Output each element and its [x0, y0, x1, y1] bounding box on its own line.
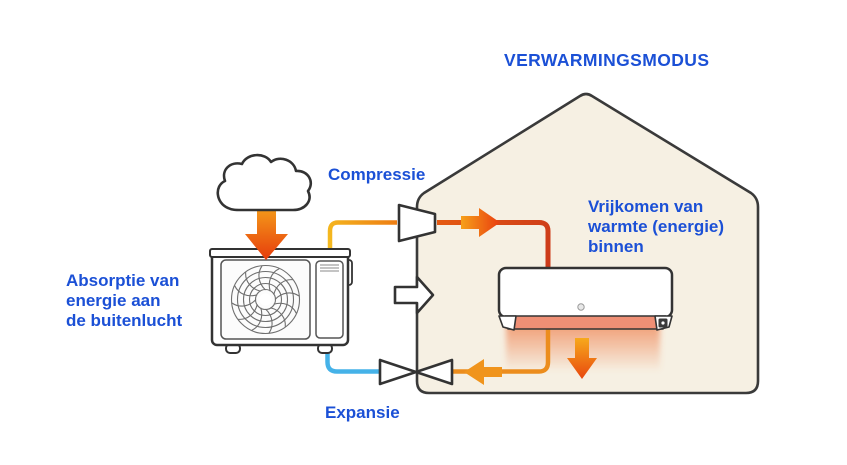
cloud-icon [216, 153, 313, 212]
hot-gas-pipe [437, 220, 551, 268]
compressor-symbol [397, 203, 437, 243]
fan-grille-icon [230, 264, 301, 335]
heat-release-label-line3: binnen [588, 237, 644, 256]
absorption-label-line3: de buitenlucht [66, 311, 183, 330]
heat-release-label-line2: warmte (energie) [588, 217, 725, 236]
liquid-pipe [325, 347, 381, 374]
indoor-unit-vent [504, 315, 667, 330]
compression-label: Compressie [328, 165, 426, 184]
return-pipe [452, 320, 551, 374]
wall-heat-arrow [393, 275, 435, 315]
energy-absorption-arrow [245, 198, 288, 260]
absorption-label-line1: Absorptie van [66, 271, 180, 290]
outdoor-unit-side-panel [315, 260, 344, 339]
diagram-title: VERWARMINGSMODUS [504, 50, 710, 70]
indoor-unit [497, 266, 674, 331]
expansion-label: Expansie [325, 403, 400, 422]
outdoor-unit-lid [209, 248, 351, 258]
compressed-flow-arrow [461, 208, 500, 237]
heat-release-label: Vrijkomen van warmte (energie) binnen [588, 197, 724, 257]
heat-release-arrow [567, 338, 597, 379]
absorption-label-line2: energie aan [66, 291, 161, 310]
return-flow-arrow [464, 359, 502, 385]
warm-gas-pipe [327, 220, 397, 250]
expansion-valve-symbol [378, 358, 454, 386]
heat-release-label-line1: Vrijkomen van [588, 197, 704, 216]
absorption-label: Absorptie van energie aan de buitenlucht [66, 271, 182, 331]
indoor-unit-indicator [577, 303, 585, 311]
outdoor-unit [209, 248, 353, 354]
